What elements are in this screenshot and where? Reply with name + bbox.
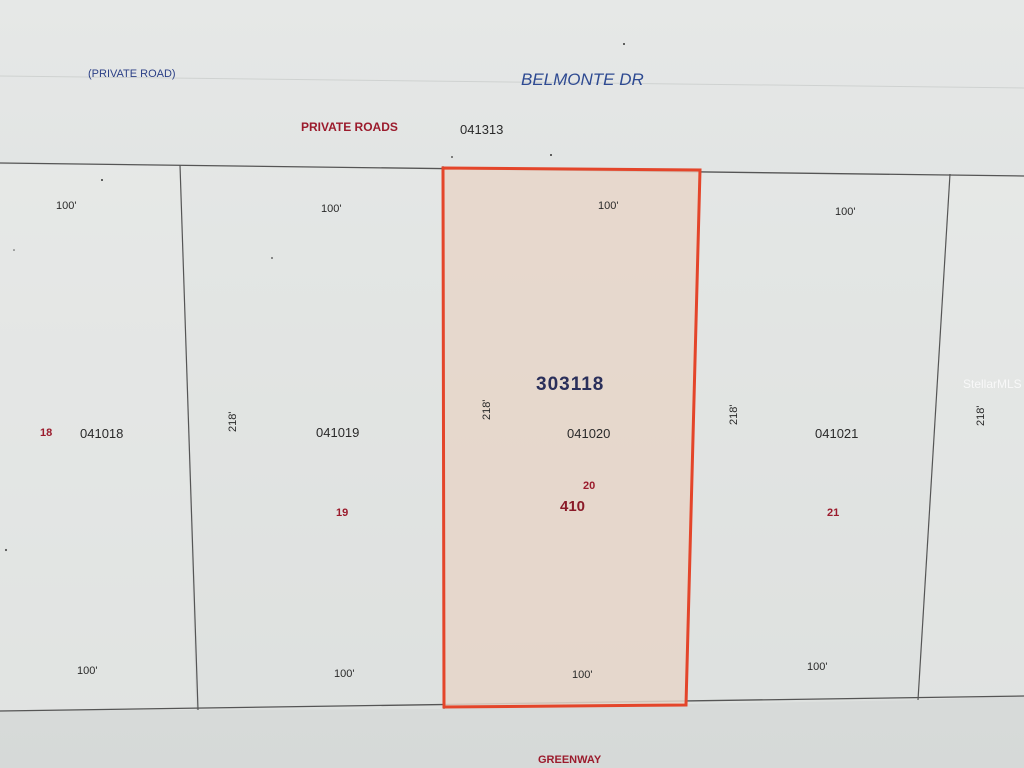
lot-line-18-19: [179, 164, 199, 711]
lot-19-area: [180, 165, 443, 710]
lot-19-number: 19: [336, 507, 349, 519]
speck: [623, 43, 625, 45]
lot-18-rear-dim: 100': [77, 665, 98, 677]
lot-20-side-dim: 218': [481, 399, 493, 420]
speck: [4, 548, 8, 552]
private-roads-code: 041313: [460, 122, 504, 137]
speck: [550, 154, 552, 156]
lot-21-side-dim: 218': [728, 404, 740, 425]
lot-19-side-dim: 218': [227, 411, 239, 432]
lot-21-front-dim: 100': [835, 206, 856, 218]
lot-19-front-dim: 100': [321, 203, 342, 215]
lot-east-area: [918, 174, 1024, 700]
lot-21-number: 21: [827, 507, 840, 519]
speck: [13, 249, 15, 251]
lot-20-number: 20: [583, 480, 596, 492]
lot-east-side-dim: 218': [975, 405, 987, 426]
lot-21-rear-dim: 100': [807, 661, 828, 673]
lot-21-code: 041021: [815, 426, 859, 441]
lot-20-rear-dim: 100': [572, 669, 593, 681]
stellarmls-watermark: StellarMLS: [963, 377, 1022, 391]
lot-20-code: 041020: [567, 426, 611, 441]
subject-parcel-highlight[interactable]: [441, 166, 702, 709]
lot-20-front-dim: 100': [598, 200, 619, 212]
lot-19-code: 041019: [316, 425, 360, 440]
private-roads-label: PRIVATE ROADS: [301, 120, 398, 134]
lot-18-number: 18: [40, 427, 53, 439]
lot-line-21-east: [917, 173, 951, 701]
address-number: 410: [560, 498, 586, 515]
private-road-label: (PRIVATE ROAD): [88, 68, 176, 80]
speck: [451, 156, 453, 158]
lot-18-front-dim: 100': [56, 200, 77, 212]
lot-18-code: 041018: [80, 426, 124, 441]
speck: [271, 257, 273, 259]
lot-19-rear-dim: 100': [334, 668, 355, 680]
speck: [101, 179, 103, 181]
lot-21-area: [686, 170, 950, 704]
north-road-centerline: [0, 75, 1024, 89]
greenway-label: GREENWAY: [538, 754, 602, 766]
block-number: 303118: [536, 374, 605, 395]
belmonte-dr-label: BELMONTE DR: [521, 70, 644, 89]
lot-18-area: [0, 165, 196, 710]
